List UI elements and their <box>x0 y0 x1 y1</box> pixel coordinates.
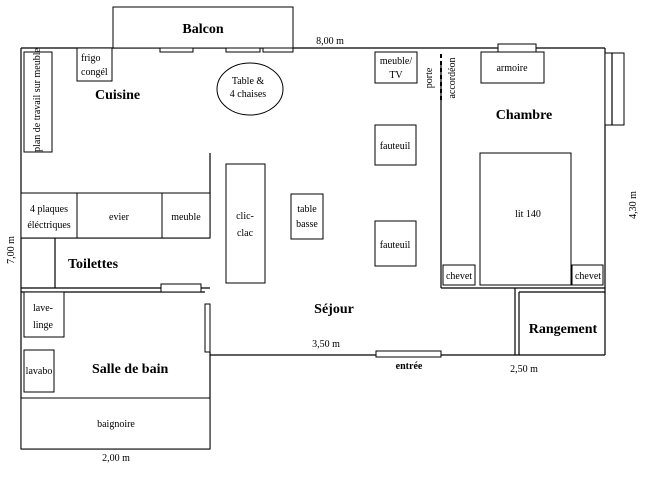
table-4-chaises <box>216 62 284 116</box>
lit-label: lit 140 <box>515 209 541 220</box>
baignoire-label: baignoire <box>97 419 135 430</box>
room-sejour: Séjour <box>314 302 354 317</box>
dim-right: 4,30 m <box>628 191 639 219</box>
fauteuil-bottom <box>374 220 417 267</box>
frigo-label-2: congél <box>81 67 108 78</box>
plan-de-travail-label: plan de travail sur meuble <box>32 48 43 152</box>
meuble-tv-label-2: TV <box>389 70 403 81</box>
table-label-1: Table & <box>232 76 265 87</box>
clic-clac <box>225 163 266 284</box>
dim-top: 8,00 m <box>316 36 344 47</box>
meuble-tv <box>374 51 418 84</box>
dim-left: 7,00 m <box>6 236 17 264</box>
table-basse <box>290 193 324 240</box>
dim-bottom: 2,00 m <box>102 453 130 464</box>
lave-label-1: lave- <box>33 303 53 314</box>
fauteuil-bottom-label: fauteuil <box>380 240 411 251</box>
room-cuisine: Cuisine <box>95 88 140 103</box>
lavabo <box>23 349 55 393</box>
balcon-area <box>112 6 294 49</box>
evier-label: evier <box>109 212 130 223</box>
meuble-tv-label-1: meuble/ <box>380 56 412 67</box>
room-salle-de-bain: Salle de bain <box>92 362 168 377</box>
baignoire <box>20 397 211 450</box>
dim-rangement: 2,50 m <box>510 364 538 375</box>
fauteuil-top-label: fauteuil <box>380 141 411 152</box>
entree-label: entrée <box>396 361 423 372</box>
clic-label-1: clic- <box>236 211 254 222</box>
armoire <box>480 51 545 84</box>
lit-140 <box>479 152 572 286</box>
chevet-right <box>571 264 604 286</box>
table-label-2: 4 chaises <box>230 89 266 100</box>
plaques-label-1: 4 plaques <box>30 204 68 215</box>
room-rangement: Rangement <box>529 322 598 337</box>
porte-label: porte <box>424 67 435 88</box>
fauteuil-top <box>374 124 417 166</box>
lave-linge <box>23 291 65 338</box>
chevet-right-label: chevet <box>575 271 601 282</box>
chevet-left <box>442 264 476 286</box>
plaques-electriques <box>20 192 78 239</box>
table-basse-label-1: table <box>297 204 317 215</box>
clic-label-2: clac <box>237 228 254 239</box>
meuble-cuisine <box>161 192 211 239</box>
meuble-cuisine-label: meuble <box>171 212 201 223</box>
chevet-left-label: chevet <box>446 271 472 282</box>
evier <box>76 192 163 239</box>
armoire-label: armoire <box>496 63 528 74</box>
lavabo-label: lavabo <box>26 366 53 377</box>
table-basse-label-2: basse <box>296 219 318 230</box>
room-chambre: Chambre <box>496 108 553 123</box>
accordeon-label: accordéon <box>447 57 458 98</box>
dim-sejour: 3,50 m <box>312 339 340 350</box>
frigo-label-1: frigo <box>81 53 100 64</box>
lave-label-2: linge <box>33 320 54 331</box>
room-toilettes: Toilettes <box>68 257 119 272</box>
room-balcon: Balcon <box>182 22 223 37</box>
plaques-label-2: éléctriques <box>27 220 70 231</box>
frigo <box>76 47 113 82</box>
plan-de-travail <box>23 51 53 153</box>
